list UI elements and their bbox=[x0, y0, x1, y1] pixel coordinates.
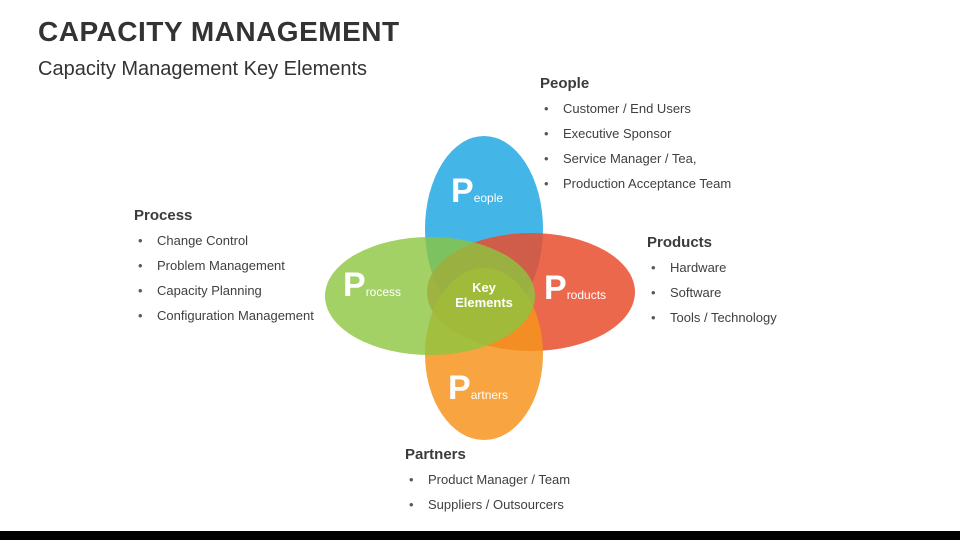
list-item: Service Manager / Tea, bbox=[540, 150, 800, 175]
petal-label-partners: Partners bbox=[448, 369, 508, 408]
list-item: Configuration Management bbox=[134, 307, 364, 332]
list-item: Capacity Planning bbox=[134, 282, 364, 307]
list-item: Software bbox=[647, 284, 847, 309]
list-item: Hardware bbox=[647, 259, 847, 284]
list-item: Product Manager / Team bbox=[405, 471, 635, 496]
petal-rest: artners bbox=[470, 388, 509, 402]
list-item: Tools / Technology bbox=[647, 309, 847, 334]
petal-initial: P bbox=[544, 269, 567, 307]
petal-initial: P bbox=[343, 266, 366, 304]
petal-rest: rocess bbox=[365, 285, 402, 299]
list-item: Problem Management bbox=[134, 257, 364, 282]
venn-petal-process bbox=[325, 237, 535, 355]
petal-label-products: Products bbox=[544, 269, 606, 308]
petal-initial: P bbox=[448, 369, 471, 407]
bullet-list: Hardware Software Tools / Technology bbox=[647, 259, 847, 334]
group-heading: Process bbox=[134, 207, 193, 224]
petal-label-people: People bbox=[451, 172, 503, 211]
bullet-list: Customer / End Users Executive Sponsor S… bbox=[540, 100, 800, 200]
list-item: Executive Sponsor bbox=[540, 125, 800, 150]
petal-rest: roducts bbox=[566, 288, 607, 302]
center-label-line2: Elements bbox=[455, 295, 513, 310]
slide-title: CAPACITY MANAGEMENT bbox=[38, 16, 400, 47]
center-label-line1: Key bbox=[472, 280, 496, 295]
slide-footer-bar bbox=[0, 531, 960, 540]
venn-center-label: Key Elements bbox=[447, 280, 521, 310]
group-heading: People bbox=[540, 75, 590, 92]
group-heading: Products bbox=[647, 234, 713, 251]
group-process: Process Change Control Problem Managemen… bbox=[134, 207, 364, 332]
list-item: Production Acceptance Team bbox=[540, 175, 800, 200]
group-people: People Customer / End Users Executive Sp… bbox=[540, 75, 800, 200]
bullet-list: Product Manager / Team Suppliers / Outso… bbox=[405, 471, 635, 521]
list-item: Change Control bbox=[134, 232, 364, 257]
bullet-list: Change Control Problem Management Capaci… bbox=[134, 232, 364, 332]
petal-label-process: Process bbox=[343, 266, 401, 305]
group-products: Products Hardware Software Tools / Techn… bbox=[647, 234, 847, 334]
petal-initial: P bbox=[451, 172, 474, 210]
slide-subtitle: Capacity Management Key Elements bbox=[38, 58, 368, 80]
group-partners: Partners Product Manager / Team Supplier… bbox=[405, 446, 635, 521]
list-item: Customer / End Users bbox=[540, 100, 800, 125]
list-item: Suppliers / Outsourcers bbox=[405, 496, 635, 521]
group-heading: Partners bbox=[405, 446, 466, 463]
petal-rest: eople bbox=[473, 191, 504, 205]
